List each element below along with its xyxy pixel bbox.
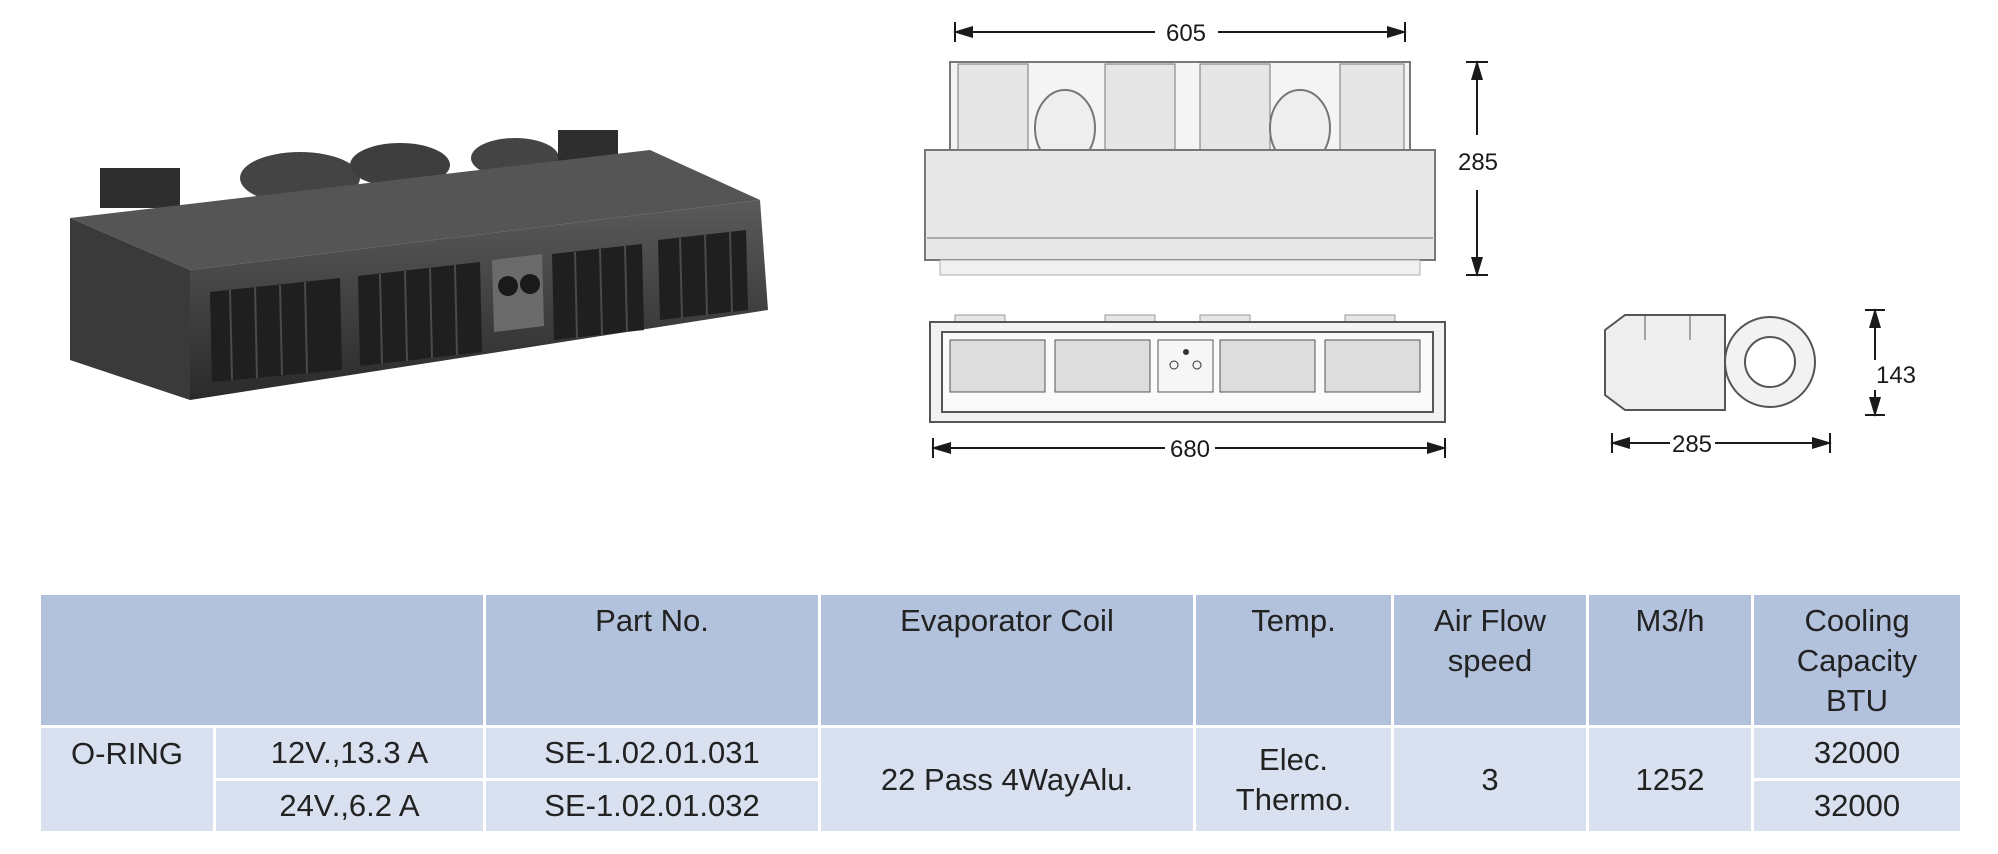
part-no-cell: SE-1.02.01.032 <box>483 778 821 834</box>
header-evaporator-coil: Evaporator Coil <box>818 592 1196 728</box>
side-height-label: 143 <box>1876 362 1916 389</box>
temp-cell: Elec. Thermo. <box>1193 725 1394 834</box>
top-width-label: 605 <box>1166 20 1206 47</box>
table-row: O-RING 12V.,13.3 A SE-1.02.01.031 22 Pas… <box>38 725 1963 834</box>
product-photo <box>70 130 768 400</box>
model-cell: O-RING <box>38 725 216 834</box>
cooling-cell: 32000 <box>1751 778 1963 834</box>
voltage-cell: 24V.,6.2 A <box>213 778 486 834</box>
header-cooling-line2: Capacity <box>1796 643 1918 678</box>
header-cooling-line1: Cooling <box>1804 603 1910 638</box>
header-air-flow-line2: speed <box>1447 643 1533 678</box>
cooling-cell: 32000 <box>1751 725 1963 781</box>
temp-line2: Thermo. <box>1235 781 1352 817</box>
header-cooling-capacity: Cooling Capacity BTU <box>1751 592 1963 728</box>
header-cooling-line3: BTU <box>1826 683 1888 718</box>
header-temp: Temp. <box>1193 592 1394 728</box>
header-part-no: Part No. <box>483 592 821 728</box>
table-row: 24V.,6.2 A SE-1.02.01.032 32000 <box>40 778 1963 834</box>
header-air-flow: Air Flow speed <box>1391 592 1589 728</box>
header-air-flow-line1: Air Flow <box>1434 603 1546 638</box>
temp-line1: Elec. <box>1259 741 1328 777</box>
dimension-drawings: 605 285 680 143 285 <box>924 20 1916 463</box>
evaporator-coil-cell: 22 Pass 4WayAlu. <box>818 725 1196 834</box>
voltage-cell: 12V.,13.3 A <box>213 725 486 781</box>
spec-table: Part No. Evaporator Coil Temp. Air Flow … <box>38 592 1963 834</box>
top-height-label: 285 <box>1458 149 1498 176</box>
part-no-cell: SE-1.02.01.031 <box>483 725 821 781</box>
table-header-row: Part No. Evaporator Coil Temp. Air Flow … <box>38 592 1963 728</box>
header-blank <box>38 592 486 728</box>
front-width-label: 680 <box>1170 436 1210 463</box>
side-width-label: 285 <box>1672 431 1712 458</box>
air-flow-cell: 3 <box>1391 725 1589 834</box>
m3h-cell: 1252 <box>1586 725 1754 834</box>
header-m3h: M3/h <box>1586 592 1754 728</box>
